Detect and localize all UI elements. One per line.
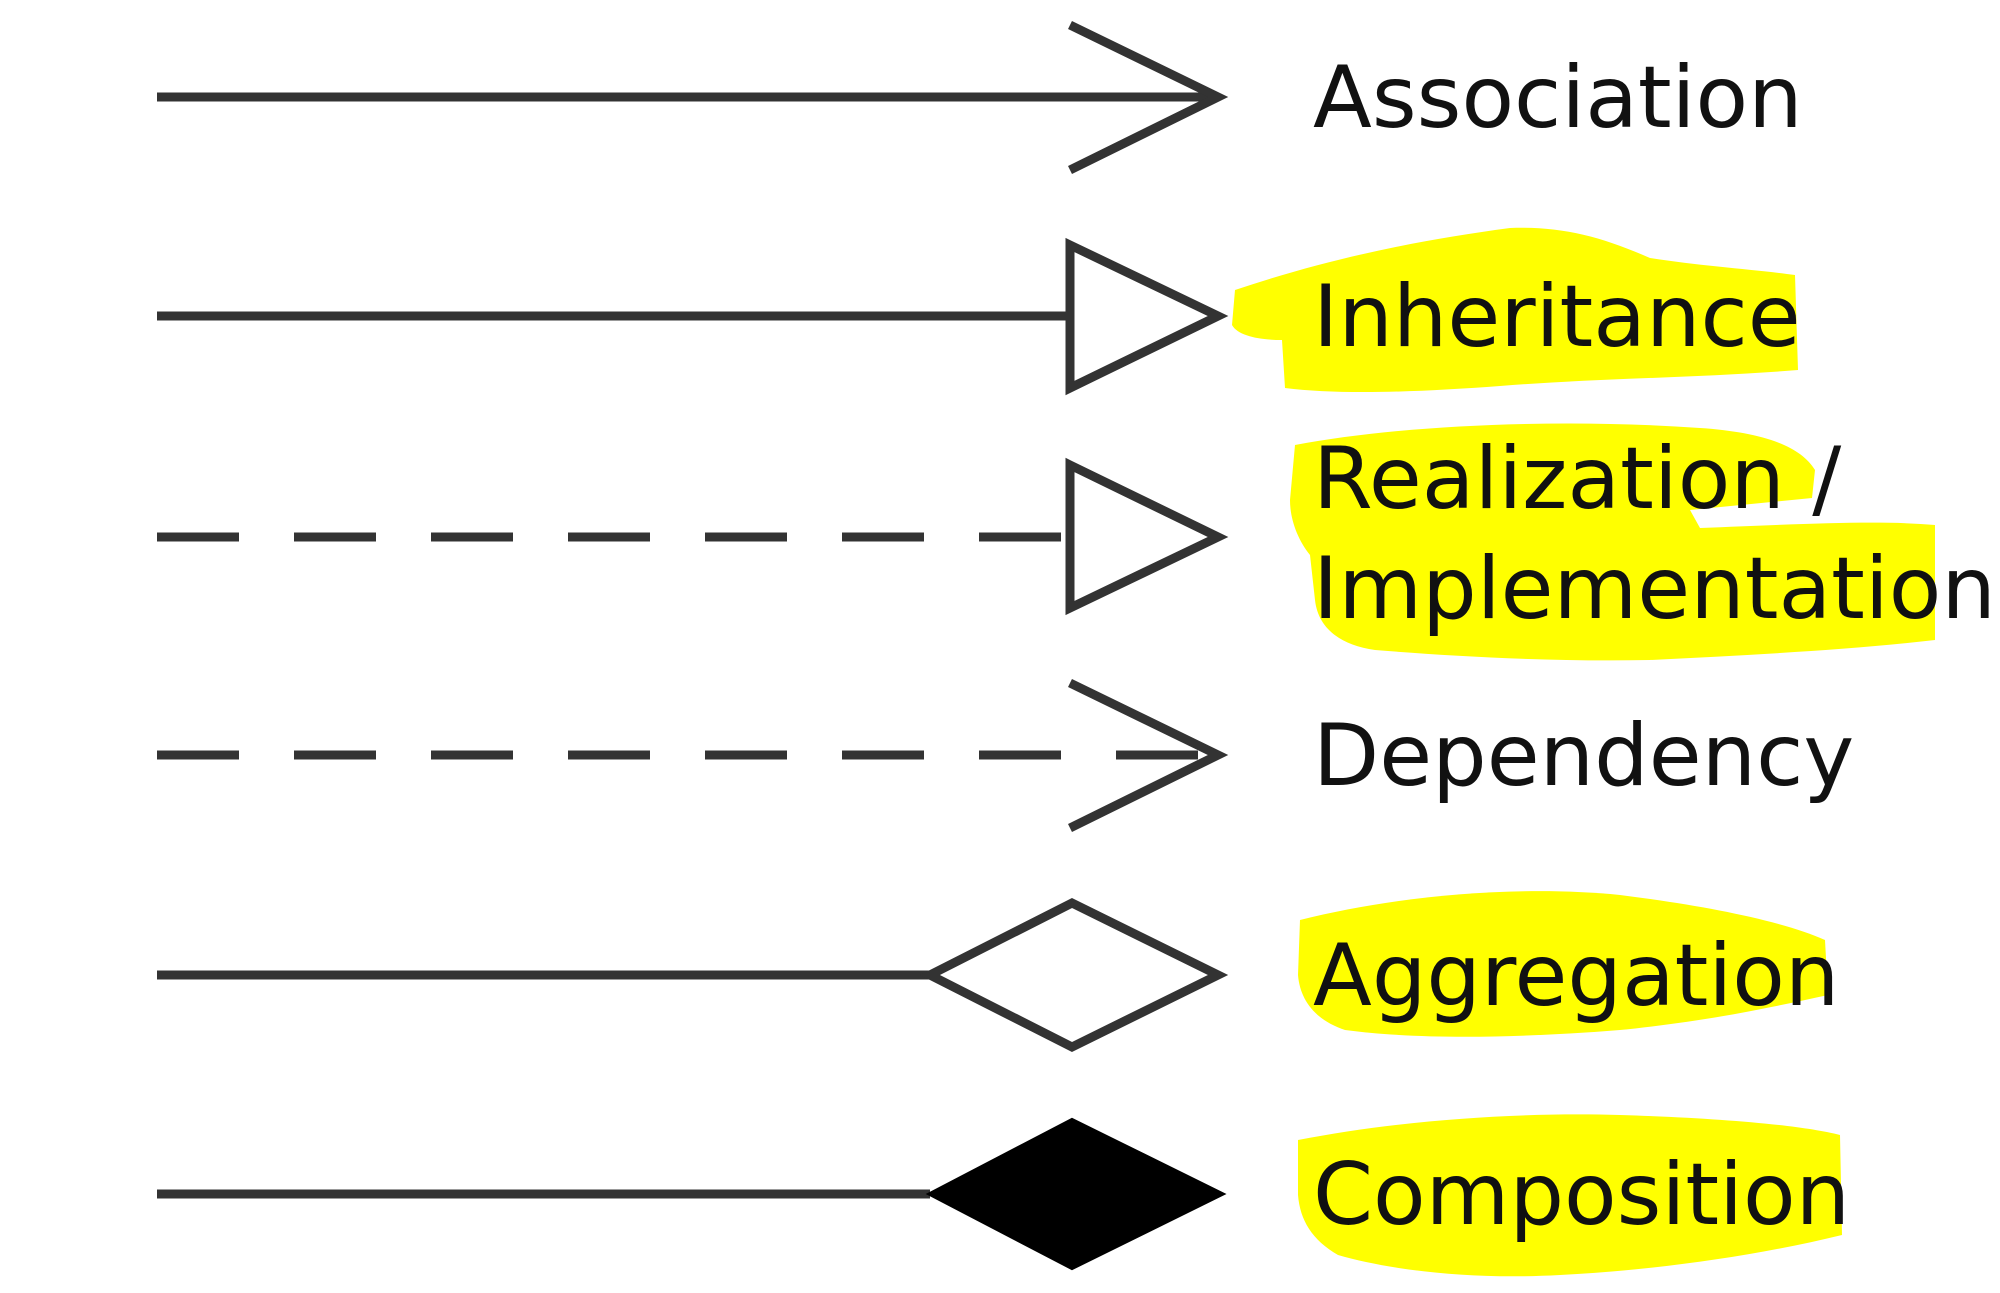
association-label: Association [1313,48,1803,148]
dependency-label: Dependency [1313,706,1854,806]
implementation-label: Implementation [1313,539,1996,639]
dependency-open-arrow-icon [1068,678,1229,833]
realization-label: Realization / [1313,429,1841,529]
composition-filled-diamond-icon [925,1117,1227,1271]
composition-label: Composition [1313,1145,1850,1245]
inheritance-row: Inheritance [157,227,1801,396]
inheritance-label: Inheritance [1313,267,1801,367]
realization-highlight [1290,423,1935,661]
inheritance-hollow-triangle-icon [1065,237,1229,396]
aggregation-label: Aggregation [1313,926,1839,1026]
dependency-row: Dependency [157,678,1854,833]
composition-row: Composition [157,1114,1850,1277]
realization-hollow-triangle-icon [1065,457,1229,616]
aggregation-row: Aggregation [157,891,1839,1053]
aggregation-hollow-diamond-icon [920,897,1229,1053]
association-open-arrow-icon [1068,20,1229,175]
composition-highlight [1298,1114,1842,1277]
association-row: Association [157,20,1803,175]
inheritance-highlight [1232,227,1798,393]
realization-row: Realization / Implementation [157,423,1996,661]
aggregation-highlight [1298,891,1828,1037]
